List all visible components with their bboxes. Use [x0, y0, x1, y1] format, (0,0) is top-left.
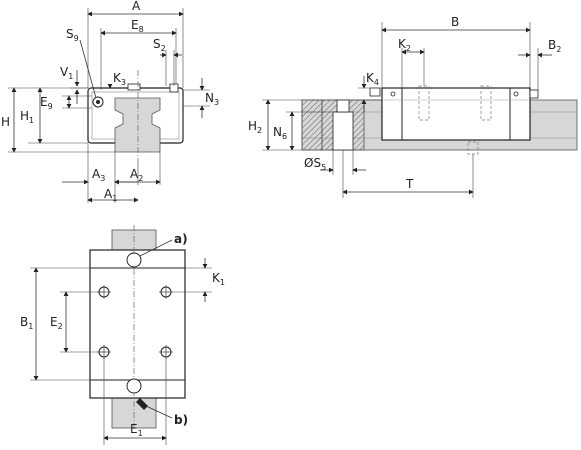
- dimension-labels: A E8 S9 S2 V1 K3 E9 N3 H H1 A3 A2 A1 B K…: [1, 0, 561, 438]
- label-H1: H1: [20, 109, 34, 125]
- label-A3: A3: [92, 167, 105, 183]
- label-H: H: [1, 115, 10, 129]
- rail-profile: [114, 97, 161, 153]
- label-A1: A1: [104, 187, 117, 203]
- label-b: b): [174, 413, 188, 427]
- label-V1: V1: [60, 65, 73, 81]
- label-A: A: [132, 0, 141, 13]
- front-view: [8, 8, 210, 203]
- carriage-side: [381, 87, 531, 141]
- label-S9: S9: [66, 27, 79, 43]
- label-B2: B2: [548, 38, 561, 54]
- carriage-top: [89, 249, 186, 399]
- label-S5: ØS5: [304, 156, 326, 172]
- label-S2: S2: [153, 37, 166, 53]
- label-H2: H2: [248, 119, 262, 135]
- label-T: T: [405, 177, 414, 191]
- label-E9: E9: [40, 95, 53, 111]
- label-E1: E1: [130, 422, 143, 438]
- side-view: [262, 22, 578, 198]
- label-B: B: [451, 15, 459, 29]
- label-N6: N6: [273, 125, 287, 141]
- label-B1: B1: [20, 315, 33, 331]
- label-E2: E2: [50, 315, 63, 331]
- label-K1: K1: [212, 271, 225, 287]
- label-K3: K3: [113, 71, 126, 87]
- label-K4: K4: [366, 71, 379, 87]
- label-E8: E8: [131, 18, 144, 34]
- label-N3: N3: [205, 91, 219, 107]
- label-A2: A2: [130, 167, 143, 183]
- top-view: [30, 225, 212, 445]
- label-a: a): [174, 232, 188, 246]
- label-K2: K2: [398, 37, 411, 53]
